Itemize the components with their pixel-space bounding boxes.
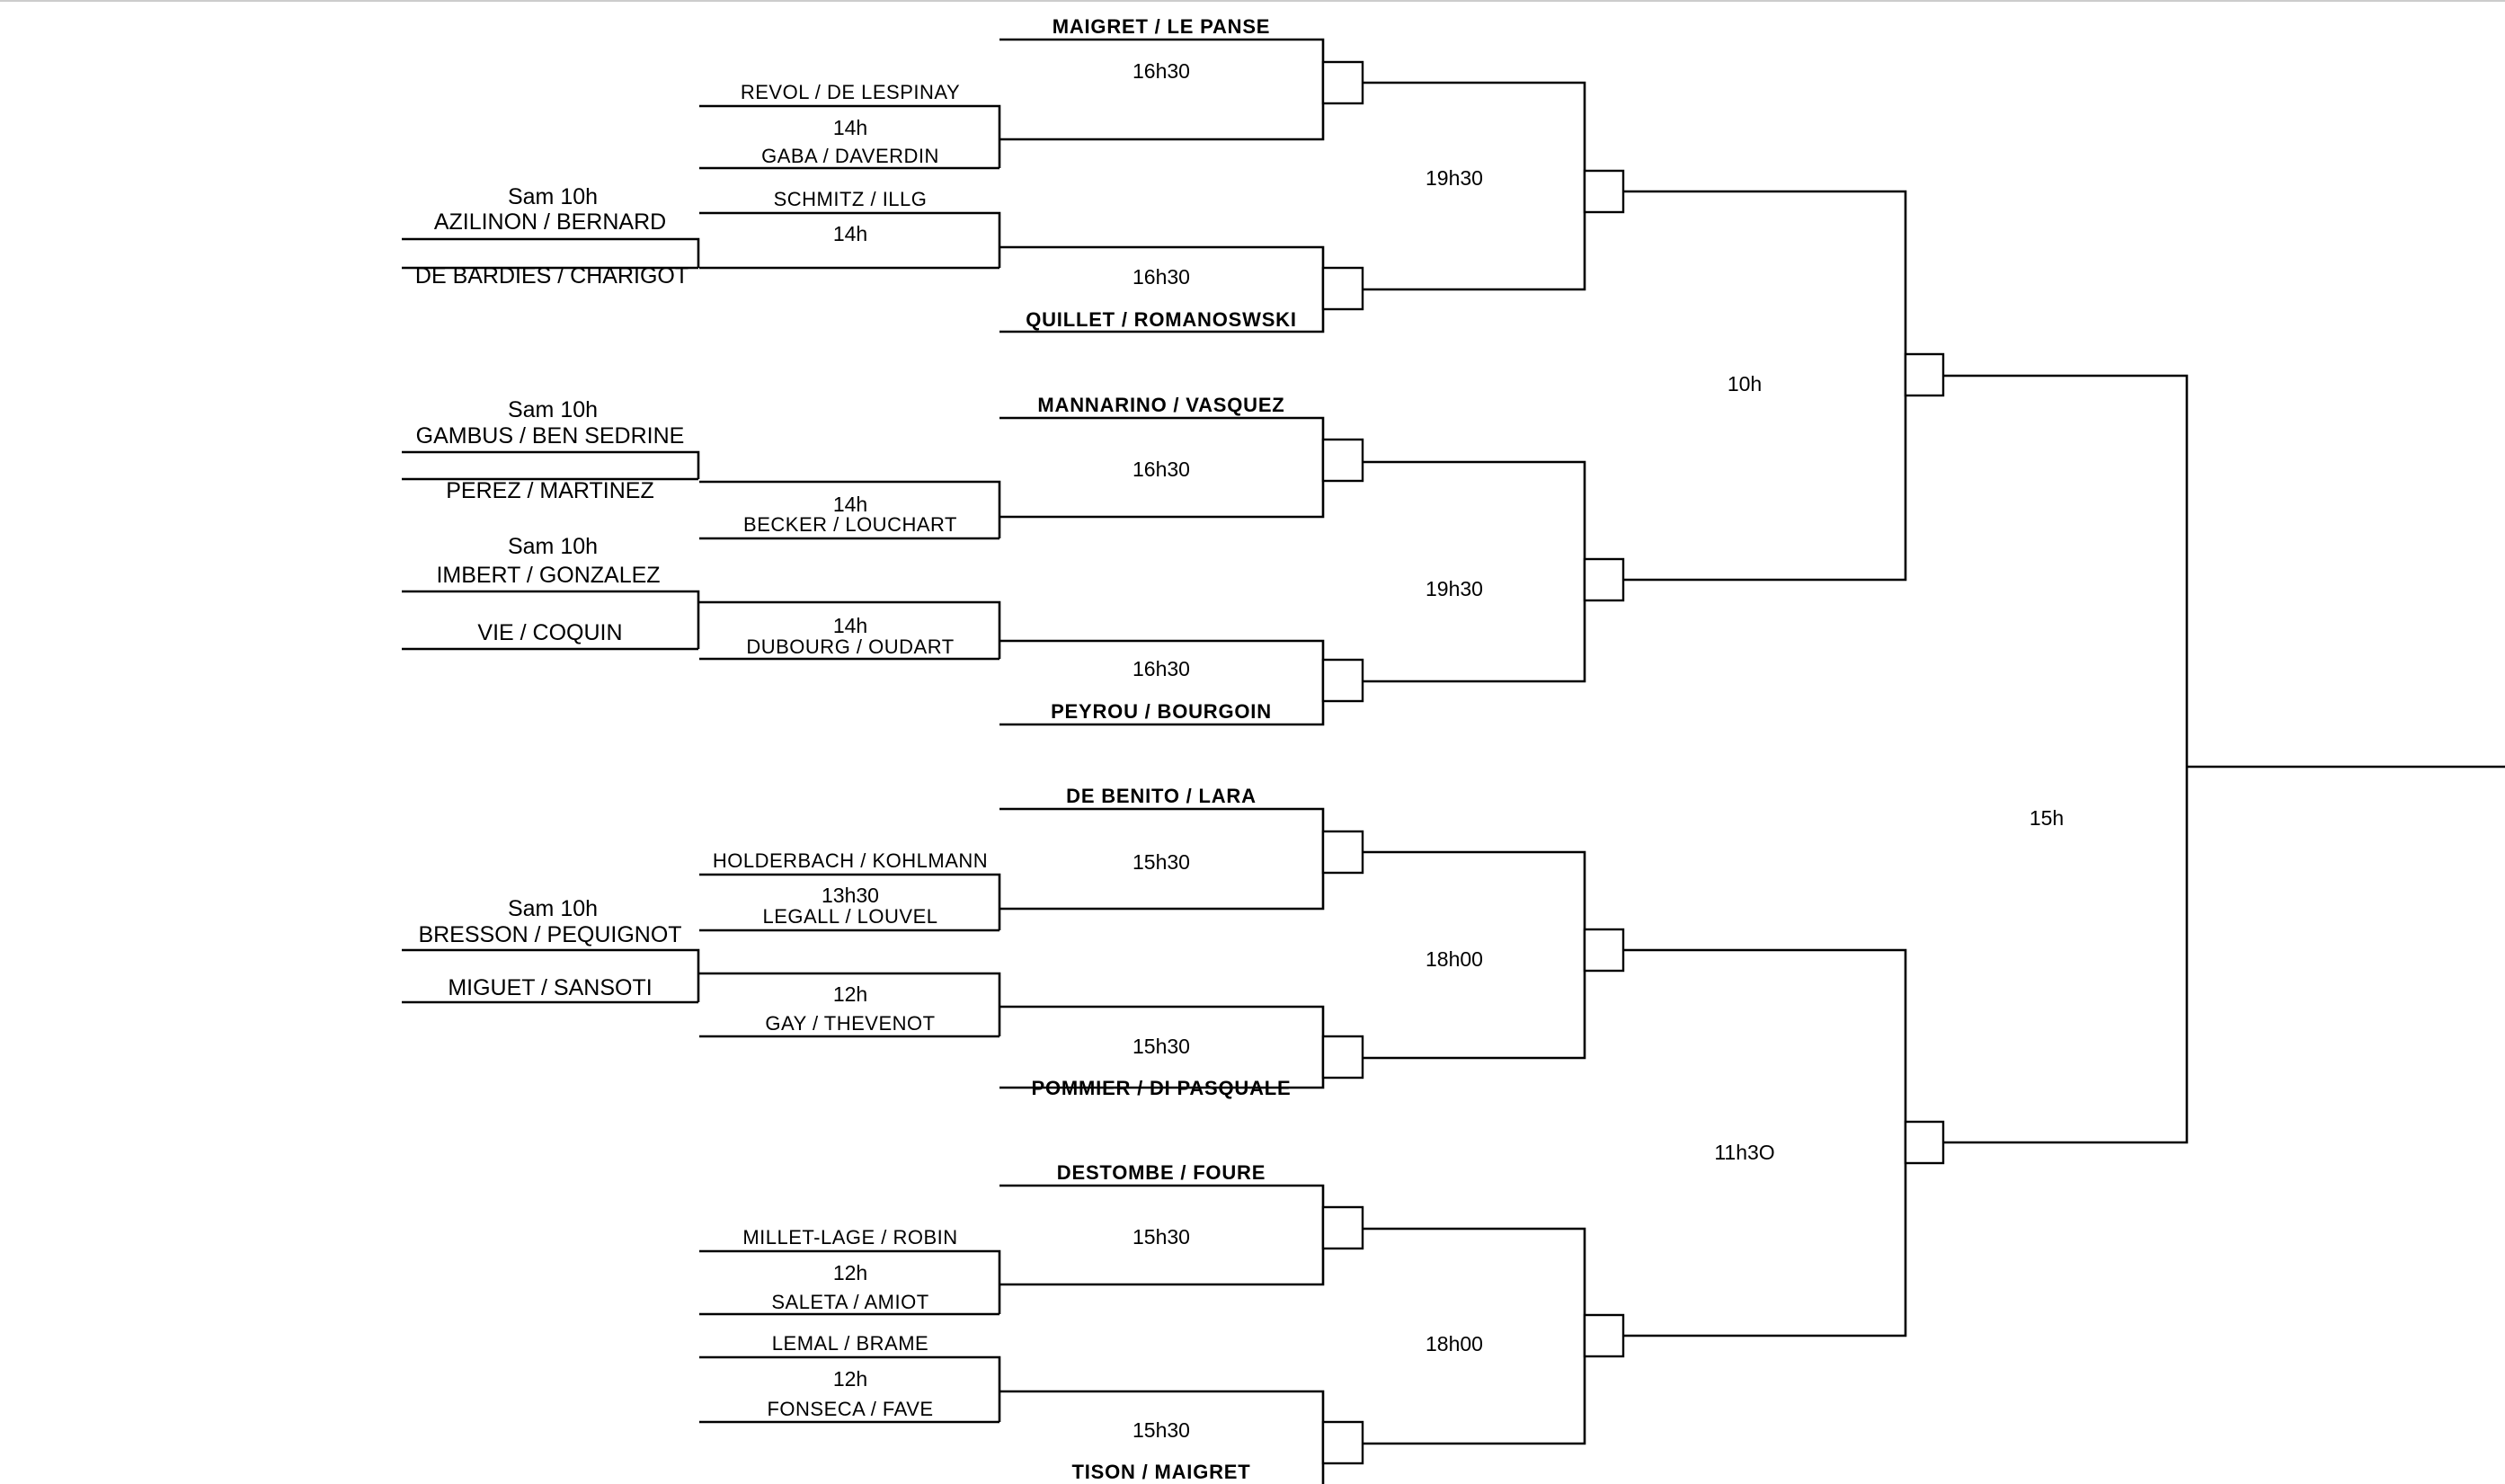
score-box[interactable] [1321,60,1364,105]
semi-2-time: 11h3O [1714,1141,1774,1164]
score-box[interactable] [1321,266,1364,311]
semi-1-lines [1623,190,1907,582]
r1-match-5-lines [699,873,1001,932]
qualifier-4-bottom-team: MIGUET / SANSOTI [448,975,652,1000]
r1-match-4-bottom-team: DUBOURG / OUDART [746,635,954,658]
r1-match-3-bottom-team: BECKER / LOUCHART [743,513,957,536]
r1-match-7-time: 12h [833,1261,867,1284]
r1-match-5-top-team: HOLDERBACH / KOHLMANN [713,849,988,872]
bracket-lines [402,38,2505,1484]
qualifier-3-top-team: IMBERT / GONZALEZ [436,563,660,588]
qualifier-1-bottom-team: DE BARDIES / CHARIGOT [415,263,688,289]
quarter-4-time: 18h00 [1426,1332,1483,1355]
r2-match-5-time: 15h30 [1133,850,1190,874]
qualifier-2-lines [402,450,700,481]
score-box[interactable] [1583,928,1625,973]
r1-match-1-top-team: REVOL / DE LESPINAY [741,81,960,103]
r1-match-3-lines [699,480,1001,540]
quarter-2-time: 19h30 [1426,577,1483,600]
score-box[interactable] [1904,352,1945,397]
r1-match-2-top-team: SCHMITZ / ILLG [774,188,928,210]
r1-match-6-time: 12h [833,982,867,1006]
score-box[interactable] [1583,1313,1625,1358]
score-box[interactable] [1904,1120,1945,1165]
r1-match-8-time: 12h [833,1367,867,1391]
r1-match-8-top-team: LEMAL / BRAME [772,1332,928,1355]
r1-match-6-bottom-team: GAY / THEVENOT [765,1012,935,1035]
r1-match-6-lines [699,972,1001,1038]
score-boxes [1321,60,1945,1465]
r2-match-3-time: 16h30 [1133,458,1190,481]
score-box[interactable] [1321,438,1364,483]
r1-match-2-lines [699,211,1001,270]
score-box[interactable] [1583,169,1625,214]
qualifier-3-lines [402,590,700,651]
score-box[interactable] [1321,1035,1364,1080]
bracket-labels: Sam 10h AZILINON / BERNARD DE BARDIES / … [415,15,2064,1483]
r2-match-1-time: 16h30 [1133,59,1190,83]
r2-match-6-time: 15h30 [1133,1035,1190,1058]
r2-match-3-seeded-team: MANNARINO / VASQUEZ [1037,394,1284,416]
qualifier-3-bottom-team: VIE / COQUIN [477,620,622,645]
qualifier-1-lines [402,237,700,270]
r2-match-4-seeded-team: PEYROU / BOURGOIN [1051,700,1272,723]
r1-match-8-bottom-team: FONSECA / FAVE [767,1398,933,1420]
r2-match-4-time: 16h30 [1133,657,1190,680]
final-time: 15h [2030,806,2064,830]
final-lines [1943,374,2189,1144]
r2-match-7-time: 15h30 [1133,1225,1190,1249]
score-box[interactable] [1321,1420,1364,1465]
r1-match-5-time: 13h30 [822,884,879,907]
r1-match-2-time: 14h [833,222,867,245]
score-box[interactable] [1321,1205,1364,1250]
r2-match-8-seeded-team: TISON / MAIGRET [1072,1461,1251,1483]
r2-match-1-seeded-team: MAIGRET / LE PANSE [1053,15,1271,38]
qualifier-2-top-team: GAMBUS / BEN SEDRINE [416,423,685,449]
r1-match-7-lines [699,1249,1001,1316]
r1-match-4-time: 14h [833,614,867,637]
r1-match-1-time: 14h [833,116,867,139]
qualifier-3-day: Sam 10h [508,534,598,559]
r2-match-1-lines [999,38,1325,141]
qualifier-2-bottom-team: PEREZ / MARTINEZ [446,478,654,503]
r2-match-7-seeded-team: DESTOMBE / FOURE [1057,1161,1266,1184]
quarter-3-time: 18h00 [1426,947,1483,971]
qualifier-4-lines [402,948,700,1004]
r2-match-6-seeded-team: POMMIER / DI PASQUALE [1032,1077,1292,1099]
score-box[interactable] [1321,830,1364,875]
score-box[interactable] [1583,557,1625,602]
semi-1-time: 10h [1728,372,1762,395]
r2-match-5-seeded-team: DE BENITO / LARA [1066,785,1257,807]
qualifier-2-day: Sam 10h [508,397,598,422]
qualifier-4-top-team: BRESSON / PEQUIGNOT [418,922,681,947]
r1-match-7-bottom-team: SALETA / AMIOT [771,1291,928,1313]
r1-match-5-bottom-team: LEGALL / LOUVEL [762,905,937,928]
score-box[interactable] [1321,658,1364,703]
qualifier-1-day: Sam 10h [508,184,598,209]
r1-match-1-bottom-team: GABA / DAVERDIN [761,145,939,167]
qualifier-1-top-team: AZILINON / BERNARD [434,209,666,235]
r1-match-8-lines [699,1355,1001,1424]
quarter-1-time: 19h30 [1426,166,1483,190]
r1-match-7-top-team: MILLET-LAGE / ROBIN [742,1226,957,1249]
r2-match-2-seeded-team: QUILLET / ROMANOSWSKI [1026,308,1297,331]
quarter-2-lines [1363,460,1586,683]
r1-match-3-time: 14h [833,493,867,516]
r2-match-8-time: 15h30 [1133,1418,1190,1442]
qualifier-4-day: Sam 10h [508,896,598,921]
r2-match-2-time: 16h30 [1133,265,1190,289]
r1-match-1-lines [699,104,1001,170]
